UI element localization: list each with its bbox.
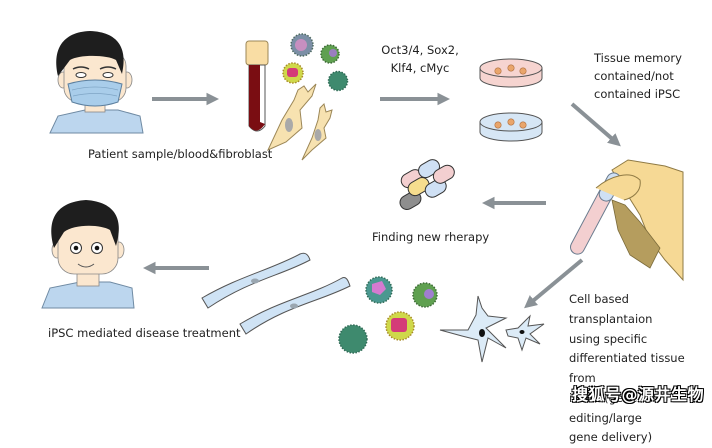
tissue-memory-label: Tissue memory contained/not contained iP… bbox=[594, 50, 682, 103]
tissue-strips bbox=[201, 252, 351, 335]
differentiated-blood-cells bbox=[338, 276, 438, 354]
healthy-patient-illustration bbox=[41, 200, 135, 309]
tissue-memory-line-2: contained/not bbox=[594, 68, 674, 83]
blood-cells bbox=[282, 33, 349, 92]
petri-dish-blue bbox=[479, 112, 543, 142]
factors-line-2: Klf4, cMyc bbox=[390, 60, 450, 75]
neuron-cells bbox=[439, 295, 545, 363]
patient-sample-label: Patient sample/blood&fibroblast bbox=[88, 147, 273, 161]
arrow-hand-to-cells bbox=[524, 258, 584, 309]
arrow-dishes-to-hand bbox=[570, 102, 621, 147]
transplant-line-2: using specific bbox=[569, 331, 648, 346]
factors-line-1: Oct3/4, Sox2, bbox=[381, 43, 459, 57]
watermark: 搜狐号@源井生物 bbox=[572, 385, 705, 404]
pills-illustration bbox=[399, 159, 455, 210]
hand-holding-test-tube bbox=[570, 159, 684, 282]
finding-therapy-label: Finding new rherapy bbox=[372, 230, 490, 244]
fibroblast-cells bbox=[266, 83, 333, 161]
petri-dish-pink bbox=[479, 58, 543, 88]
tissue-memory-line-3: contained iPSC bbox=[594, 86, 681, 101]
cell-transplantation-label: Cell based transplantaion using specific… bbox=[569, 290, 712, 448]
sick-patient-illustration bbox=[49, 31, 144, 134]
transplant-line-5: gene delivery) bbox=[569, 430, 653, 445]
transplant-line-3: differentiated tissue from bbox=[569, 351, 685, 386]
process-arrows bbox=[142, 92, 621, 309]
tissue-memory-line-1: Tissue memory bbox=[594, 51, 682, 65]
blood-sample-tube bbox=[245, 40, 269, 132]
ipsc-workflow-diagram bbox=[41, 31, 684, 363]
reprogramming-factors-label: Oct3/4, Sox2, Klf4, cMyc bbox=[365, 42, 475, 78]
disease-treatment-label: iPSC mediated disease treatment bbox=[48, 326, 241, 340]
transplant-line-1: Cell based transplantaion bbox=[569, 292, 653, 326]
